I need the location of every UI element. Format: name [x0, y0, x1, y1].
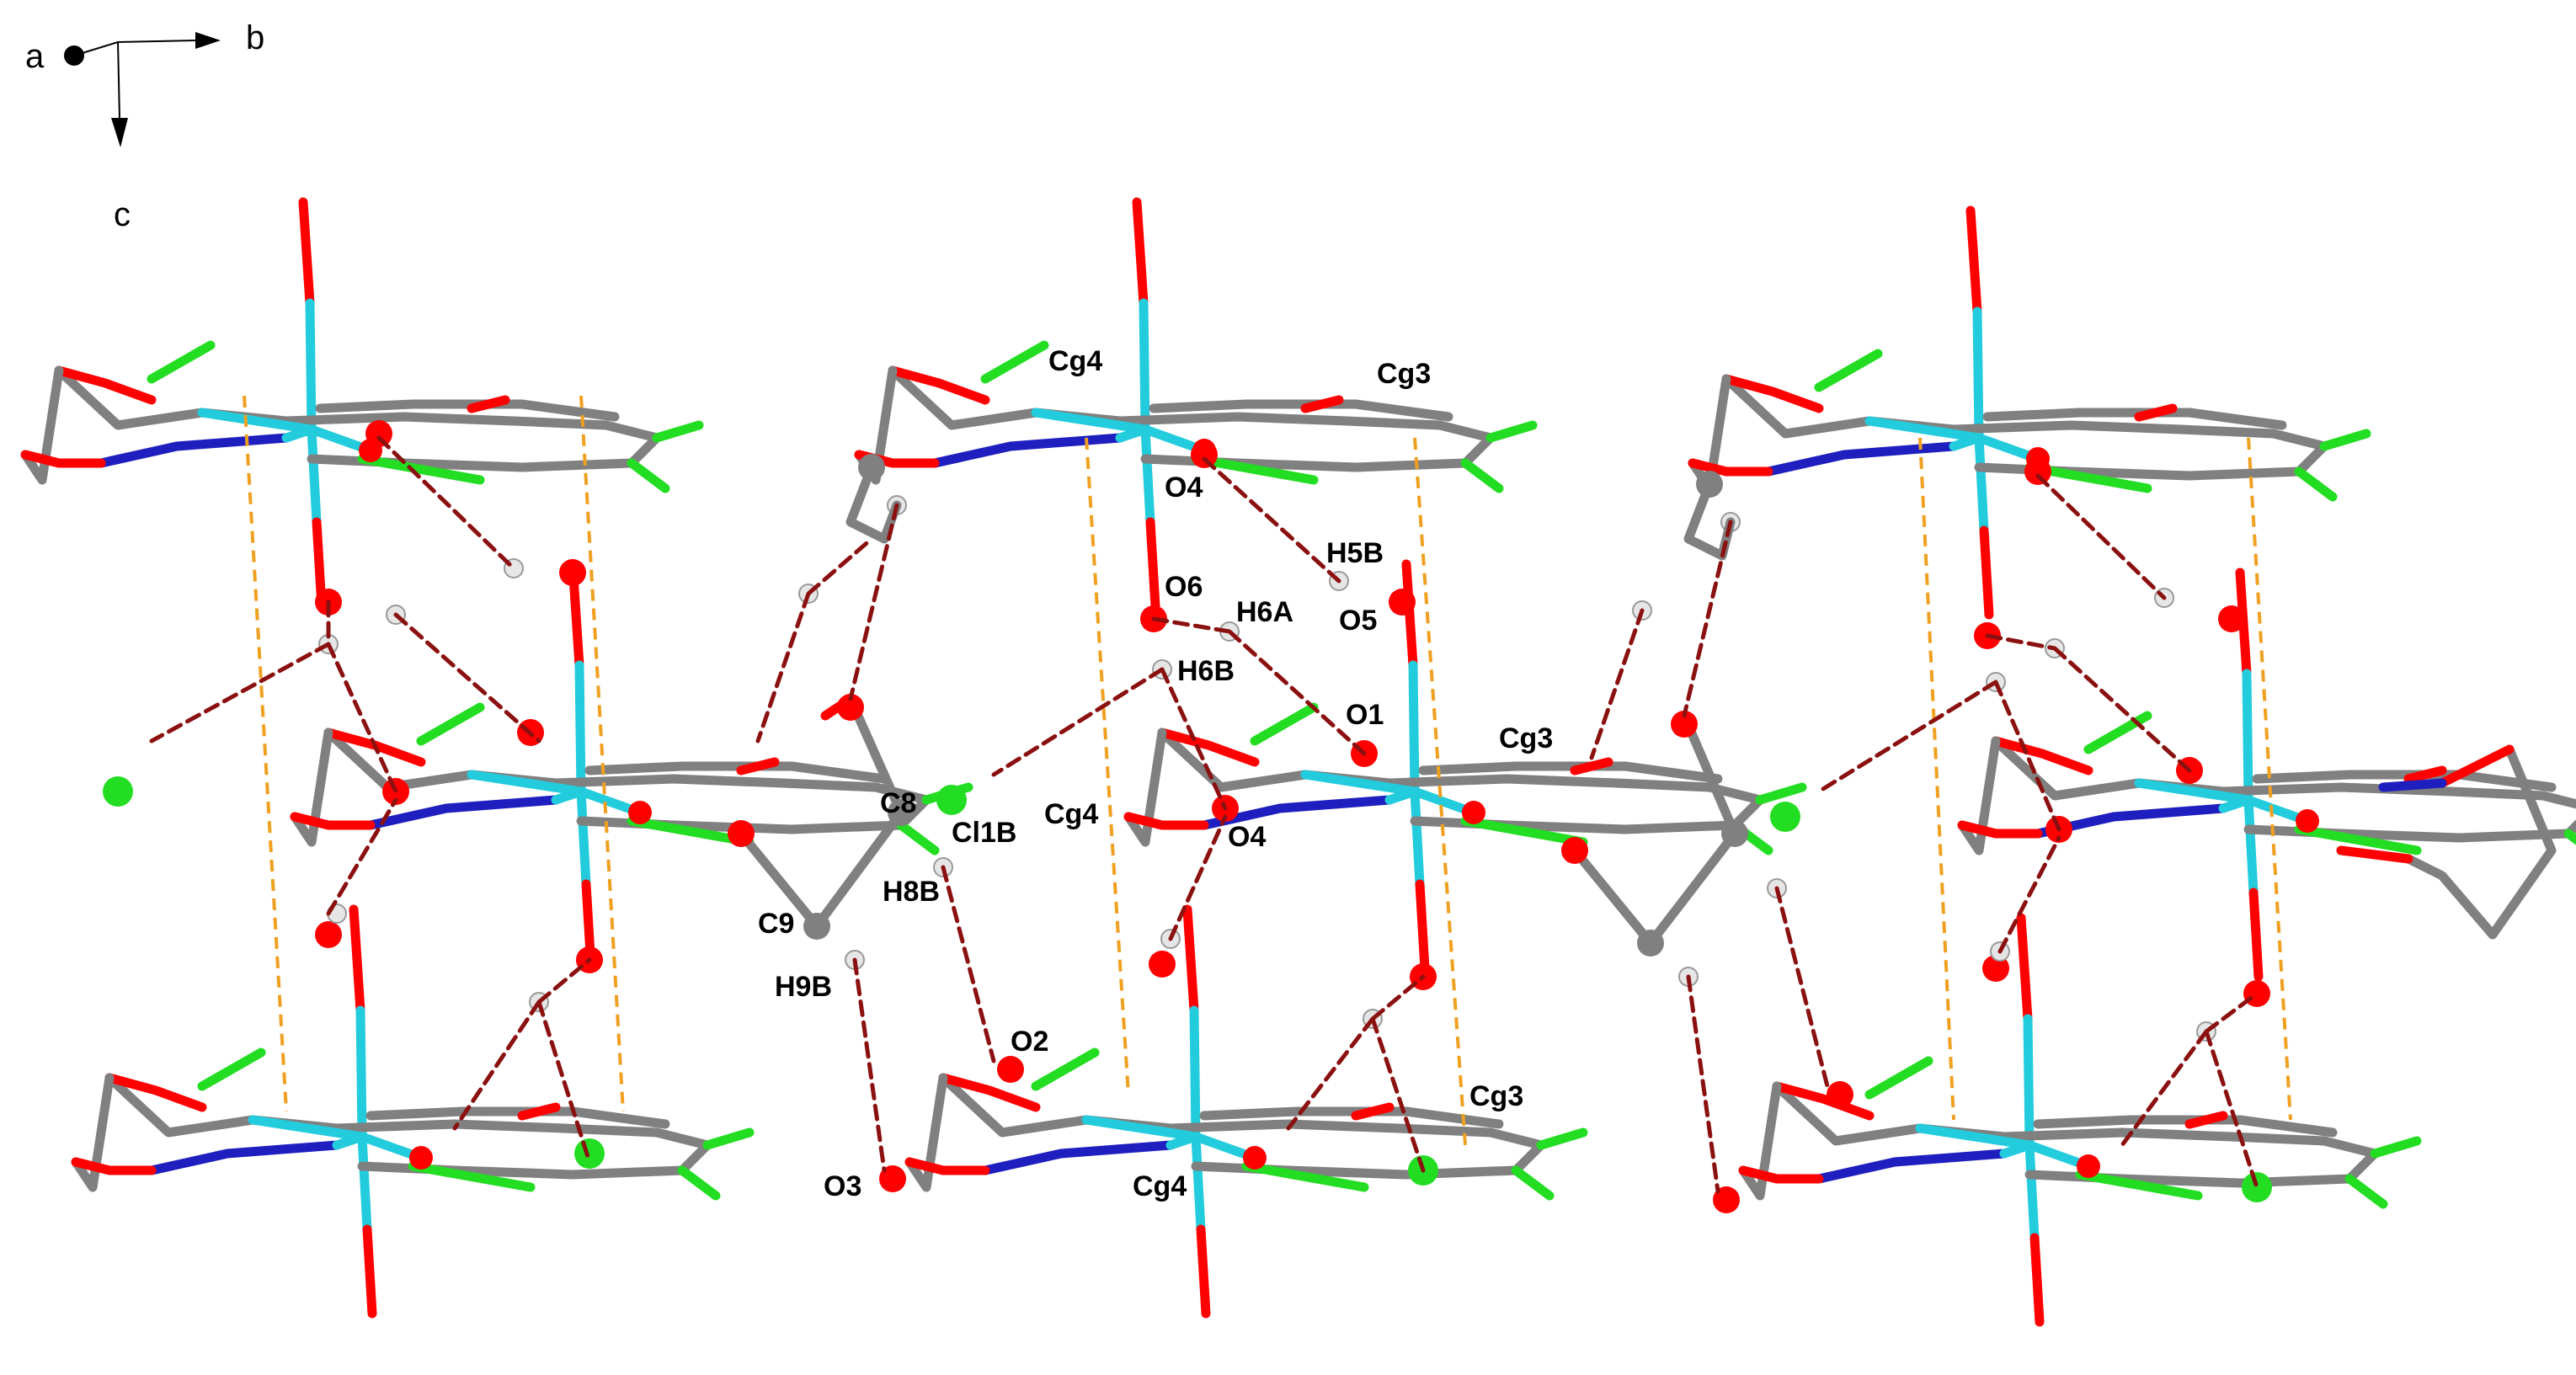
label-c8: C8	[880, 787, 916, 819]
label-cl1b: Cl1B	[952, 817, 1016, 849]
label-cg3-mid: Cg3	[1499, 722, 1553, 754]
label-o2: O2	[1011, 1026, 1048, 1058]
label-cg4-top: Cg4	[1048, 345, 1102, 377]
molecule-column-left	[25, 202, 968, 1314]
axis-indicator: a b c	[25, 19, 264, 233]
label-cg4-bot: Cg4	[1133, 1170, 1187, 1202]
axis-c-label: c	[114, 196, 131, 233]
label-o4-top: O4	[1165, 472, 1203, 504]
label-h5b: H5B	[1326, 537, 1384, 569]
label-c9: C9	[758, 908, 794, 940]
label-o4-mid: O4	[1228, 821, 1266, 853]
label-o1: O1	[1346, 699, 1384, 731]
label-cg4-mid: Cg4	[1044, 798, 1098, 830]
label-h8b: H8B	[883, 876, 940, 908]
atom-labels: Cg4 Cg3 O4 H5B O6 H6A O5 H6B O1 Cg3 C8 C…	[758, 345, 1553, 1202]
label-o6: O6	[1165, 571, 1203, 603]
label-cg3-top: Cg3	[1377, 358, 1431, 390]
label-cg3-bot: Cg3	[1469, 1080, 1523, 1112]
label-h9b: H9B	[775, 971, 832, 1003]
label-h6b: H6B	[1177, 655, 1235, 687]
label-o3: O3	[824, 1170, 861, 1202]
axis-b-label: b	[246, 19, 264, 56]
label-o5: O5	[1339, 605, 1377, 637]
label-h6a: H6A	[1236, 596, 1293, 628]
molecule-column-right	[1561, 211, 2576, 1322]
axis-a-label: a	[25, 38, 45, 75]
molecule-column-middle	[728, 202, 1802, 1314]
